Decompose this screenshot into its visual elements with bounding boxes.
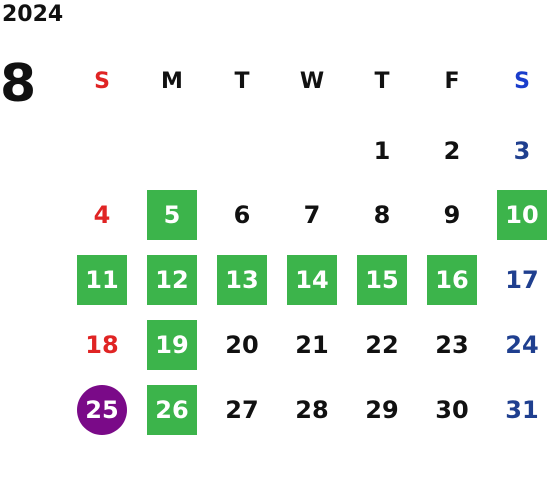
weekday-header: S: [514, 68, 530, 94]
year-label: 2024: [2, 2, 64, 27]
weekday-header: F: [444, 68, 460, 94]
day-cell[interactable]: 1: [373, 137, 391, 165]
day-cell[interactable]: 2: [443, 137, 461, 165]
day-cell[interactable]: 4: [93, 201, 111, 229]
day-cell[interactable]: 17: [505, 266, 539, 294]
day-cell[interactable]: 10: [497, 190, 547, 240]
day-cell[interactable]: 7: [303, 201, 321, 229]
day-cell[interactable]: 5: [147, 190, 197, 240]
day-cell[interactable]: 30: [435, 396, 469, 424]
day-cell[interactable]: 20: [225, 331, 259, 359]
day-cell[interactable]: 8: [373, 201, 391, 229]
day-cell[interactable]: 16: [427, 255, 477, 305]
day-cell[interactable]: 11: [77, 255, 127, 305]
day-cell[interactable]: 6: [233, 201, 251, 229]
weekday-header: S: [94, 68, 110, 94]
day-cell[interactable]: 14: [287, 255, 337, 305]
day-cell[interactable]: 15: [357, 255, 407, 305]
day-cell[interactable]: 31: [505, 396, 539, 424]
day-cell[interactable]: 3: [513, 137, 531, 165]
day-cell[interactable]: 29: [365, 396, 399, 424]
day-cell[interactable]: 25: [77, 385, 127, 435]
weekday-header: W: [299, 68, 325, 94]
day-cell[interactable]: 13: [217, 255, 267, 305]
day-cell[interactable]: 9: [443, 201, 461, 229]
day-cell[interactable]: 12: [147, 255, 197, 305]
month-number: 8: [0, 54, 37, 114]
day-cell[interactable]: 22: [365, 331, 399, 359]
weekday-header: M: [161, 68, 183, 94]
weekday-header: T: [374, 68, 390, 94]
day-cell[interactable]: 19: [147, 320, 197, 370]
day-cell[interactable]: 26: [147, 385, 197, 435]
day-cell[interactable]: 23: [435, 331, 469, 359]
day-cell[interactable]: 24: [505, 331, 539, 359]
day-cell[interactable]: 27: [225, 396, 259, 424]
weekday-header: T: [234, 68, 250, 94]
day-cell[interactable]: 28: [295, 396, 329, 424]
day-cell[interactable]: 18: [85, 331, 119, 359]
day-cell[interactable]: 21: [295, 331, 329, 359]
